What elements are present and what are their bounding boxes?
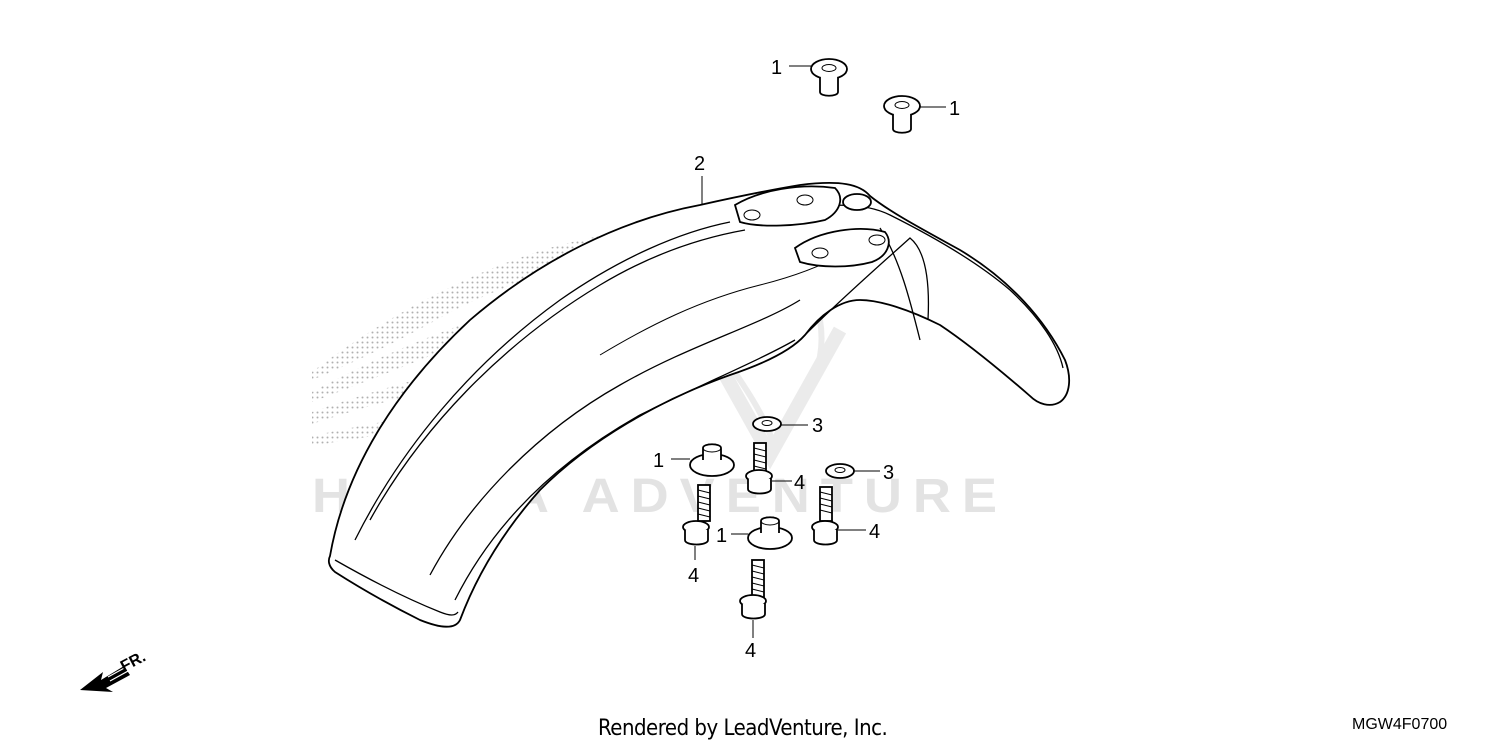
footer-credit: Rendered by LeadVenture, Inc. — [598, 716, 888, 741]
front-direction-arrow-icon — [80, 661, 131, 692]
callout-1-grommet-top-right: 1 — [949, 98, 960, 120]
callout-3-washer-upper: 3 — [812, 415, 823, 437]
bolt-center-upper[interactable] — [745, 442, 773, 495]
callout-4-bolt-left: 4 — [688, 565, 699, 587]
bolt-bottom[interactable] — [739, 559, 767, 620]
front-fender[interactable] — [327, 182, 1071, 628]
washer-right[interactable] — [825, 463, 855, 479]
callout-4-bolt-center-upper: 4 — [794, 472, 805, 494]
callout-4-bolt-right: 4 — [869, 521, 880, 543]
callout-3-washer-right: 3 — [883, 462, 894, 484]
callout-4-bolt-bottom: 4 — [745, 640, 756, 662]
grommet-top-left[interactable] — [810, 58, 848, 97]
bolt-right[interactable] — [811, 486, 839, 546]
washer-upper[interactable] — [752, 416, 782, 432]
callout-1-collar-center: 1 — [716, 525, 727, 547]
collar-left[interactable] — [689, 443, 735, 477]
leader-lines — [671, 65, 946, 638]
bolt-left[interactable] — [682, 484, 711, 546]
callout-1-collar-left: 1 — [653, 450, 664, 472]
grommet-top-right[interactable] — [883, 95, 921, 134]
collar-center[interactable] — [747, 516, 793, 550]
diagram-code: MGW4F0700 — [1352, 716, 1448, 733]
callout-2-fender: 2 — [694, 153, 705, 175]
callout-1-grommet-top-left: 1 — [771, 57, 782, 79]
